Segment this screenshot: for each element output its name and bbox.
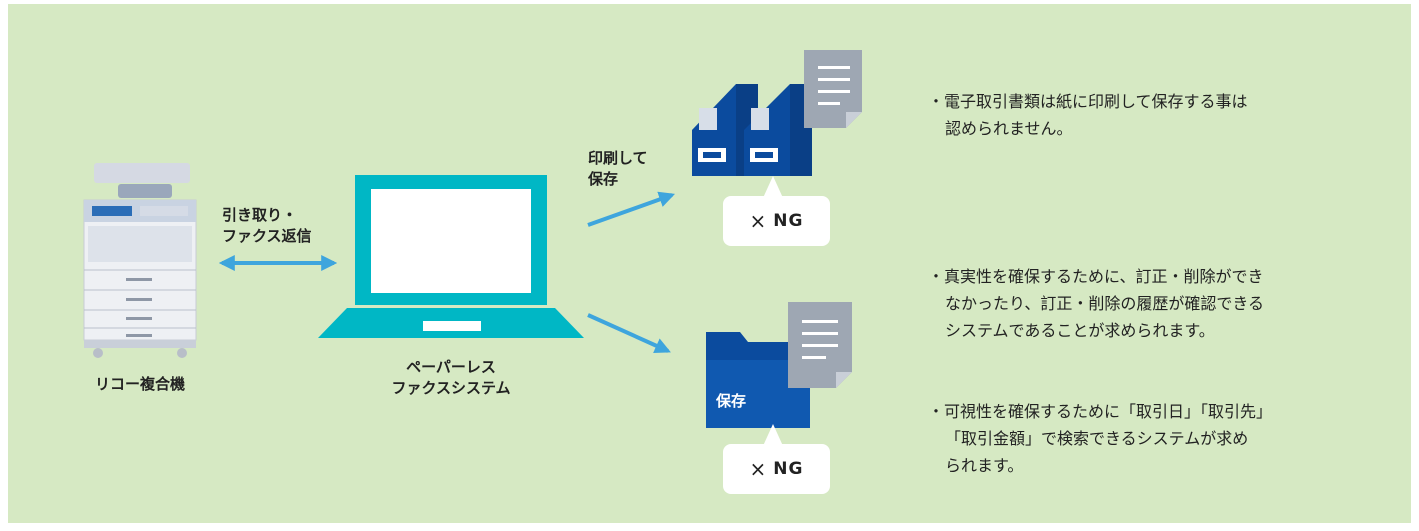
note-2: ・真実性を確保するために、訂正・削除ができ なかったり、訂正・削除の履歴が確認で… (928, 263, 1264, 344)
callout-tail (763, 176, 783, 198)
ng-callout: × NG (723, 444, 830, 494)
pc-label: ペーパーレス ファクスシステム (371, 357, 531, 399)
note-3: ・可視性を確保するために「取引日」「取引先」 「取引金額」で検索できるシステムが… (928, 398, 1272, 479)
note-2-line3: システムであることが求められます。 (945, 321, 1215, 340)
callout-tail (763, 424, 783, 446)
print-label-line1: 印刷して (588, 149, 648, 167)
transfer-label-line1: 引き取り・ (222, 206, 298, 224)
copier-label: リコー複合機 (94, 375, 185, 393)
laptop-icon (318, 175, 584, 338)
note-1-line2: 認められません。 (945, 119, 1073, 138)
copier-icon (83, 163, 197, 358)
cross-icon: × (749, 457, 768, 481)
pc-label-line1: ペーパーレス (406, 358, 496, 376)
ng-callout: × NG (723, 196, 830, 246)
note-3-line3: られます。 (945, 456, 1024, 475)
ng-text: NG (773, 459, 804, 479)
binder-icon (692, 84, 812, 176)
pc-label-line2: ファクスシステム (391, 379, 511, 397)
note-2-line1: ・真実性を確保するために、訂正・削除ができ (928, 267, 1264, 286)
document-icon (804, 50, 862, 128)
cross-icon: × (749, 209, 768, 233)
note-3-line2: 「取引金額」で検索できるシステムが求め (945, 429, 1249, 448)
arrow-to-binder (587, 191, 676, 227)
transfer-label: 引き取り・ ファクス返信 (222, 205, 312, 247)
ng-text: NG (773, 211, 804, 231)
note-3-line1: ・可視性を確保するために「取引日」「取引先」 (928, 402, 1273, 421)
note-1-line1: ・電子取引書類は紙に印刷して保存する事は (928, 92, 1248, 111)
print-label-line2: 保存 (588, 170, 619, 188)
note-2-line2: なかったり、訂正・削除の履歴が確認できる (945, 294, 1265, 313)
transfer-label-line2: ファクス返信 (222, 227, 312, 245)
document-icon-2 (788, 302, 852, 388)
note-1: ・電子取引書類は紙に印刷して保存する事は 認められません。 (928, 88, 1248, 142)
folder-label: 保存 (716, 392, 747, 410)
folder-icon (706, 332, 810, 428)
arrow-to-folder (587, 313, 671, 354)
print-label: 印刷して 保存 (588, 148, 648, 190)
